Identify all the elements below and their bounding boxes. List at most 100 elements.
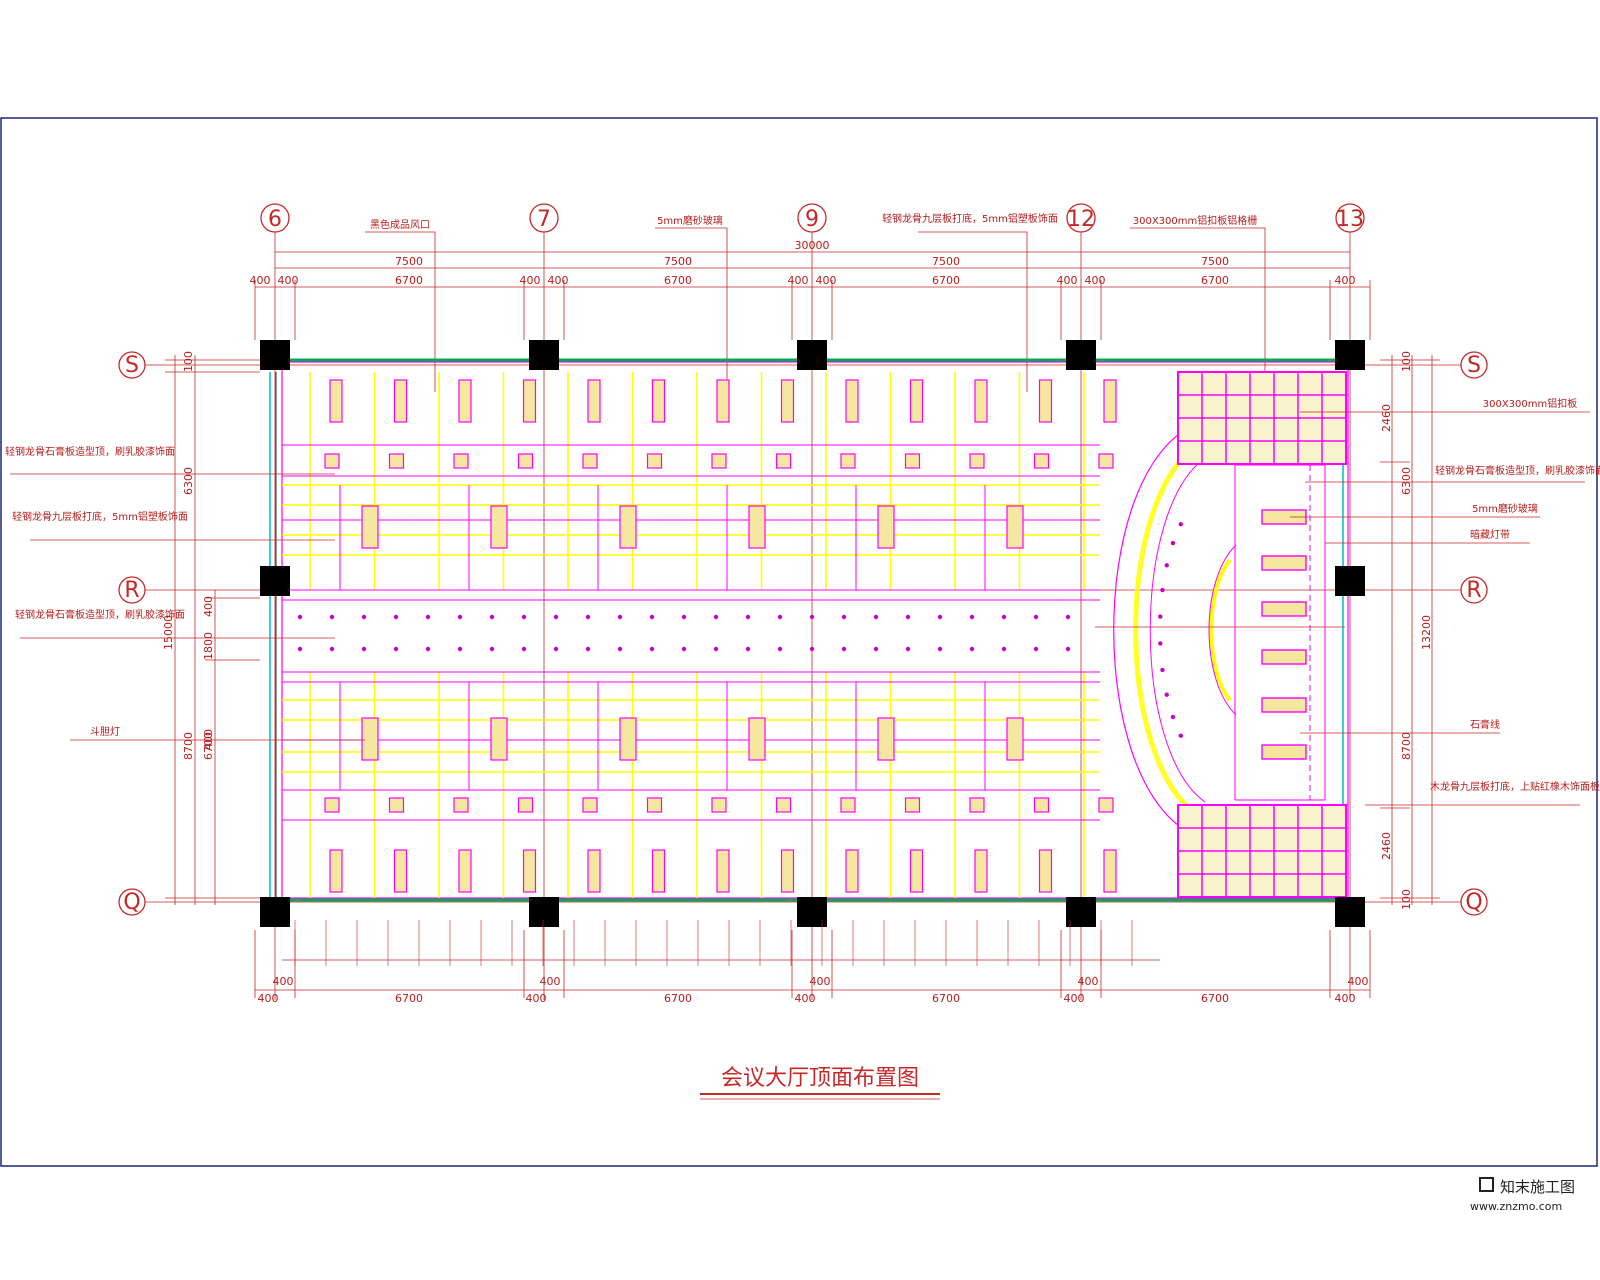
right-dimension-lines — [1380, 355, 1440, 905]
dim-bottom-clear-3: 6700 — [932, 992, 960, 1005]
bar-light — [458, 379, 472, 423]
dim-left-400a: 400 — [202, 596, 215, 617]
dim-col-2b: 400 — [548, 274, 569, 287]
dim-col-1b: 400 — [278, 274, 299, 287]
dim-bottom-col-4: 400 — [1078, 975, 1099, 988]
downlight — [681, 646, 687, 652]
drawing-title: 会议大厅顶面布置图 — [721, 1066, 919, 1091]
bar-light — [716, 379, 730, 423]
downlight — [585, 614, 591, 620]
bar-light — [329, 379, 343, 423]
stage-downlight — [1170, 714, 1176, 720]
bar-light — [909, 849, 924, 893]
bar-light — [522, 849, 537, 893]
pendant-light — [490, 717, 508, 761]
stage-downlight — [1164, 563, 1169, 568]
dim-right-6300: 6300 — [1400, 467, 1413, 495]
pendant-light — [361, 505, 379, 549]
stage-downlight — [1160, 587, 1165, 593]
callout-right-2: 轻钢龙骨石膏板造型顶，刷乳胶漆饰面 — [1435, 464, 1600, 477]
square-light — [646, 453, 663, 469]
ceiling-bands — [282, 444, 1100, 821]
downlight — [809, 646, 815, 652]
stage-downlight — [1158, 614, 1163, 619]
dim-clear-4: 6700 — [1201, 274, 1229, 287]
downlight — [777, 614, 783, 620]
pendant-light — [1006, 717, 1024, 761]
callout-left-2: 轻钢龙骨九层板打底，5mm铝塑板饰面 — [12, 510, 188, 523]
bar-light — [716, 849, 730, 893]
square-light — [388, 797, 405, 813]
dim-bottom-col-3: 400 — [810, 975, 831, 988]
right-callout-leaders — [1290, 411, 1590, 806]
bar-light — [909, 379, 924, 423]
downlight — [969, 614, 975, 620]
dim-col-4a: 400 — [1057, 274, 1078, 287]
dim-left-6300: 6300 — [182, 467, 195, 495]
bottom-small-ticks — [294, 920, 1133, 966]
left-callout-leaders — [10, 473, 365, 741]
axis-label-R-right: R — [1466, 578, 1481, 603]
square-light — [904, 797, 921, 813]
square-light — [969, 453, 985, 469]
downlight — [809, 614, 815, 620]
bar-light — [651, 379, 666, 423]
callout-right-5: 石膏线 — [1470, 718, 1500, 731]
dim-bottom-col-1b: 400 — [258, 992, 279, 1005]
callout-right-1: 300X300mm铝扣板 — [1483, 397, 1578, 410]
downlight — [393, 646, 399, 652]
axis-label-S-right: S — [1467, 353, 1481, 378]
square-light — [840, 797, 856, 813]
left-dimension-lines — [165, 355, 260, 905]
dim-col-5: 400 — [1335, 274, 1356, 287]
downlight — [457, 646, 463, 652]
pendant-light — [748, 505, 766, 549]
callout-top-1: 黑色成品风口 — [370, 218, 430, 231]
downlight — [617, 614, 623, 620]
axis-label-Q-right: Q — [1465, 890, 1482, 915]
bar-light — [587, 849, 601, 893]
square-light — [646, 797, 663, 813]
stage-downlight — [1178, 733, 1184, 738]
pendant-light — [748, 717, 766, 761]
dim-left-400b: 400 — [202, 729, 215, 750]
square-light — [517, 797, 534, 813]
dim-left-8700: 8700 — [182, 732, 195, 760]
dim-left-6700: 6700 — [202, 732, 215, 760]
top-dimension-lines — [254, 251, 1371, 340]
downlight — [1001, 614, 1007, 620]
square-light — [1033, 797, 1050, 813]
square-light — [453, 453, 469, 469]
dim-bottom-clear-4: 6700 — [1201, 992, 1229, 1005]
dim-bottom-col-4b: 400 — [1064, 992, 1085, 1005]
bar-light — [974, 849, 988, 893]
bar-light — [845, 849, 859, 893]
downlight — [297, 646, 303, 652]
downlight — [713, 646, 719, 652]
downlight — [361, 646, 367, 652]
dim-bay-2: 7500 — [664, 255, 692, 268]
dim-col-2a: 400 — [520, 274, 541, 287]
downlight — [297, 614, 303, 620]
dim-overall: 30000 — [795, 239, 830, 252]
stage-downlight — [1164, 692, 1169, 697]
downlight — [553, 614, 559, 620]
downlight — [777, 646, 783, 652]
downlight — [681, 614, 687, 620]
bar-light — [329, 849, 343, 893]
square-light — [711, 797, 727, 813]
callout-left-3: 轻钢龙骨石膏板造型顶，刷乳胶漆饰面 — [15, 608, 185, 621]
dim-right-100a: 100 — [1400, 351, 1413, 372]
dim-bay-4: 7500 — [1201, 255, 1229, 268]
square-light — [1098, 453, 1114, 469]
pendant-light — [619, 717, 637, 761]
bar-light — [1038, 849, 1053, 893]
callout-right-6: 木龙骨九层板打底，上贴红橡木饰面板 — [1430, 780, 1600, 793]
sheet-border — [0, 117, 1598, 1167]
square-light — [969, 797, 985, 813]
bar-light — [780, 379, 795, 423]
axis-label-Q-left: Q — [123, 890, 140, 915]
downlight — [585, 646, 591, 652]
dim-bay-1: 7500 — [395, 255, 423, 268]
callout-top-3: 轻钢龙骨九层板打底，5mm铝塑板饰面 — [882, 212, 1058, 225]
